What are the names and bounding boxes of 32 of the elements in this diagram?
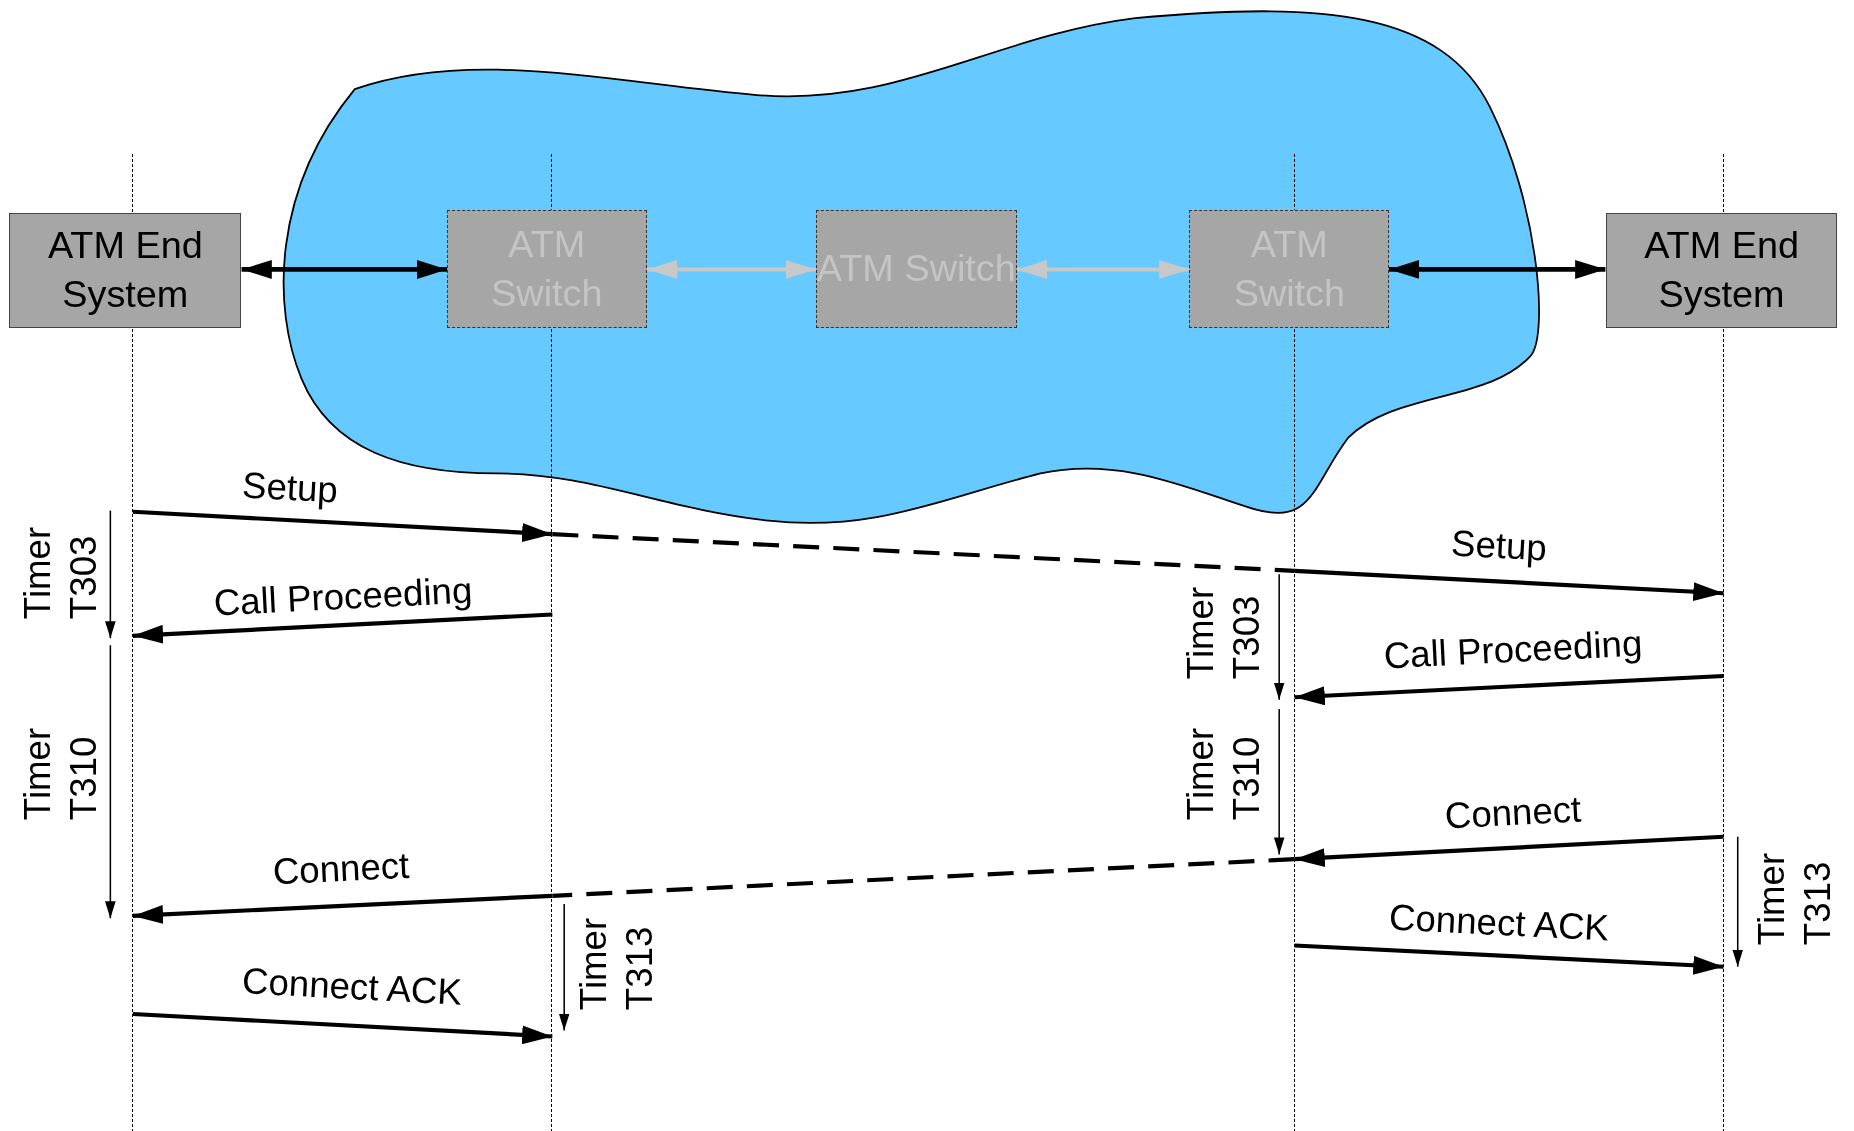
timer-label: Timer T313: [572, 917, 662, 1010]
timer-label: Timer T303: [1178, 586, 1268, 679]
arrow: [1389, 260, 1606, 279]
message-label: Setup: [240, 464, 339, 512]
arrow: [1294, 673, 1724, 706]
lifeline: [1723, 153, 1725, 1131]
message-label: Connect ACK: [241, 960, 464, 1015]
message-label: Connect ACK: [1388, 897, 1611, 950]
arrow: [132, 893, 553, 924]
end-system-box: ATM End System: [1605, 212, 1838, 328]
message-label: Setup: [1450, 522, 1549, 570]
arrow: [1294, 834, 1724, 868]
arrow: [132, 612, 553, 644]
message-label: Connect: [271, 844, 410, 894]
dashed-line: [552, 857, 1295, 898]
arrow: [1294, 568, 1724, 602]
timer-label: Timer T313: [1750, 852, 1839, 945]
timer-label: Timer T303: [16, 527, 106, 620]
timer-label: Timer T310: [1178, 728, 1268, 821]
dashed-line: [552, 532, 1295, 573]
arrow: [132, 509, 553, 542]
arrow: [1016, 260, 1190, 279]
message-label: Connect: [1444, 788, 1583, 838]
end-system-box: ATM End System: [9, 212, 242, 328]
lifeline: [551, 153, 553, 1131]
arrow: [1294, 943, 1724, 975]
timer-label: Timer T310: [16, 728, 106, 821]
arrow: [646, 260, 816, 279]
message-label: Call Proceeding: [1383, 622, 1644, 678]
arrow: [241, 260, 448, 279]
arrow: [132, 1011, 553, 1045]
message-label: Call Proceeding: [212, 569, 474, 625]
